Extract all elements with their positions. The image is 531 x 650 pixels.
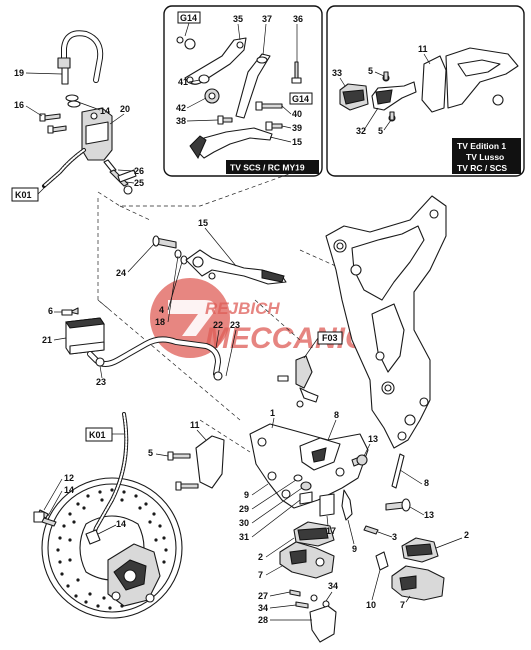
callout-7-left: 7 <box>258 570 263 580</box>
part-rod-37 <box>235 53 271 119</box>
callout-5: 5 <box>148 448 153 458</box>
callout-19: 19 <box>14 68 24 78</box>
inset-right-caption-1: TV Edition 1 <box>457 141 506 151</box>
callout-28: 28 <box>258 615 268 625</box>
group-footpeg-bracket: 11 1 8 13 5 9 29 30 31 8 17 9 3 13 2 7 2… <box>148 408 469 643</box>
callout-12: 12 <box>64 473 74 483</box>
part-heel-plate-28 <box>309 605 337 643</box>
callout-11: 11 <box>190 420 200 430</box>
tag-k01-top: K01 <box>15 190 32 200</box>
callout-8-right: 8 <box>424 478 429 488</box>
part-footpeg-bracket-7-left <box>279 541 335 579</box>
callout-14-mc: 14 <box>100 106 110 116</box>
tag-g14-mid: G14 <box>292 94 309 104</box>
callout-21: 21 <box>42 335 52 345</box>
part-pedal-15-inset <box>195 127 273 159</box>
callout-22: 22 <box>213 320 223 330</box>
callout-40: 40 <box>292 109 302 119</box>
callout-38: 38 <box>176 116 186 126</box>
group-brake-pedal: 15 24 4 18 22 23 <box>116 218 287 377</box>
callout-8-top: 8 <box>334 410 339 420</box>
callout-15-inset: 15 <box>292 137 302 147</box>
callout-26: 26 <box>134 166 144 176</box>
callout-14-disc-top: 14 <box>64 485 74 495</box>
callout-13-top: 13 <box>368 434 378 444</box>
tag-k01-bottom: K01 <box>89 430 106 440</box>
callout-16: 16 <box>14 100 24 110</box>
callout-1: 1 <box>270 408 275 418</box>
part-brake-pedal-15 <box>185 249 287 285</box>
callout-6: 6 <box>48 306 53 316</box>
part-footpeg-bracket-7-right <box>391 565 445 601</box>
callout-39: 39 <box>292 123 302 133</box>
callout-34-right: 34 <box>328 581 338 591</box>
callout-15-pedal: 15 <box>198 218 208 228</box>
group-master-cylinder: K01 19 16 14 20 26 25 <box>11 30 144 202</box>
tag-g14-top: G14 <box>180 13 197 23</box>
callout-2-right: 2 <box>464 530 469 540</box>
callout-9-left: 9 <box>244 490 249 500</box>
callout-9-right: 9 <box>352 544 357 554</box>
inset-right: TV Edition 1 TV Lusso TV RC / SCS 11 33 … <box>326 5 525 177</box>
callout-29: 29 <box>239 504 249 514</box>
disc-holes <box>56 488 168 610</box>
callout-2-left: 2 <box>258 552 263 562</box>
callout-33: 33 <box>332 68 342 78</box>
callout-31: 31 <box>239 532 249 542</box>
part-heel-guard-11 <box>195 435 225 489</box>
callout-13-bottom: 13 <box>424 510 434 520</box>
group-reservoir: 6 21 23 <box>42 306 223 387</box>
inset-right-caption-bg <box>452 138 521 174</box>
callout-5-inset-top: 5 <box>368 66 373 76</box>
callout-30: 30 <box>239 518 249 528</box>
callout-36: 36 <box>293 14 303 24</box>
callout-32: 32 <box>356 126 366 136</box>
callout-10: 10 <box>366 600 376 610</box>
inset-left-caption-bg <box>226 160 319 174</box>
callout-24: 24 <box>116 268 126 278</box>
inset-right-caption-3: TV RC / SCS <box>457 163 507 173</box>
callout-35: 35 <box>233 14 243 24</box>
callout-5-inset-bottom: 5 <box>378 126 383 136</box>
watermark-text-top: REJBICH <box>205 299 280 318</box>
callout-11-inset: 11 <box>418 44 428 54</box>
inset-left-caption: TV SCS / RC MY19 <box>230 163 305 173</box>
callout-41: 41 <box>178 77 188 87</box>
callout-3: 3 <box>392 532 397 542</box>
callout-23-res: 23 <box>96 377 106 387</box>
callout-37: 37 <box>262 14 272 24</box>
group-frame-plate: F03 <box>277 195 447 449</box>
callout-42: 42 <box>176 103 186 113</box>
callout-14-disc: 14 <box>116 519 126 529</box>
callout-23-pedal: 23 <box>230 320 240 330</box>
part-heel-guard-11-inset <box>421 55 447 113</box>
callout-34-left: 34 <box>258 603 268 613</box>
inset-right-caption-2: TV Lusso <box>466 152 504 162</box>
group-brake-disc: K01 12 14 14 <box>33 412 183 619</box>
callout-7-right: 7 <box>400 600 405 610</box>
callout-18: 18 <box>155 317 165 327</box>
callout-17: 17 <box>326 526 336 536</box>
inset-left: TV SCS / RC MY19 G14 <box>163 5 323 177</box>
assembly-guides <box>97 169 341 453</box>
callout-25: 25 <box>134 178 144 188</box>
callout-27: 27 <box>258 591 268 601</box>
tag-f03: F03 <box>322 333 338 343</box>
callout-4: 4 <box>159 305 164 315</box>
callout-20: 20 <box>120 104 130 114</box>
